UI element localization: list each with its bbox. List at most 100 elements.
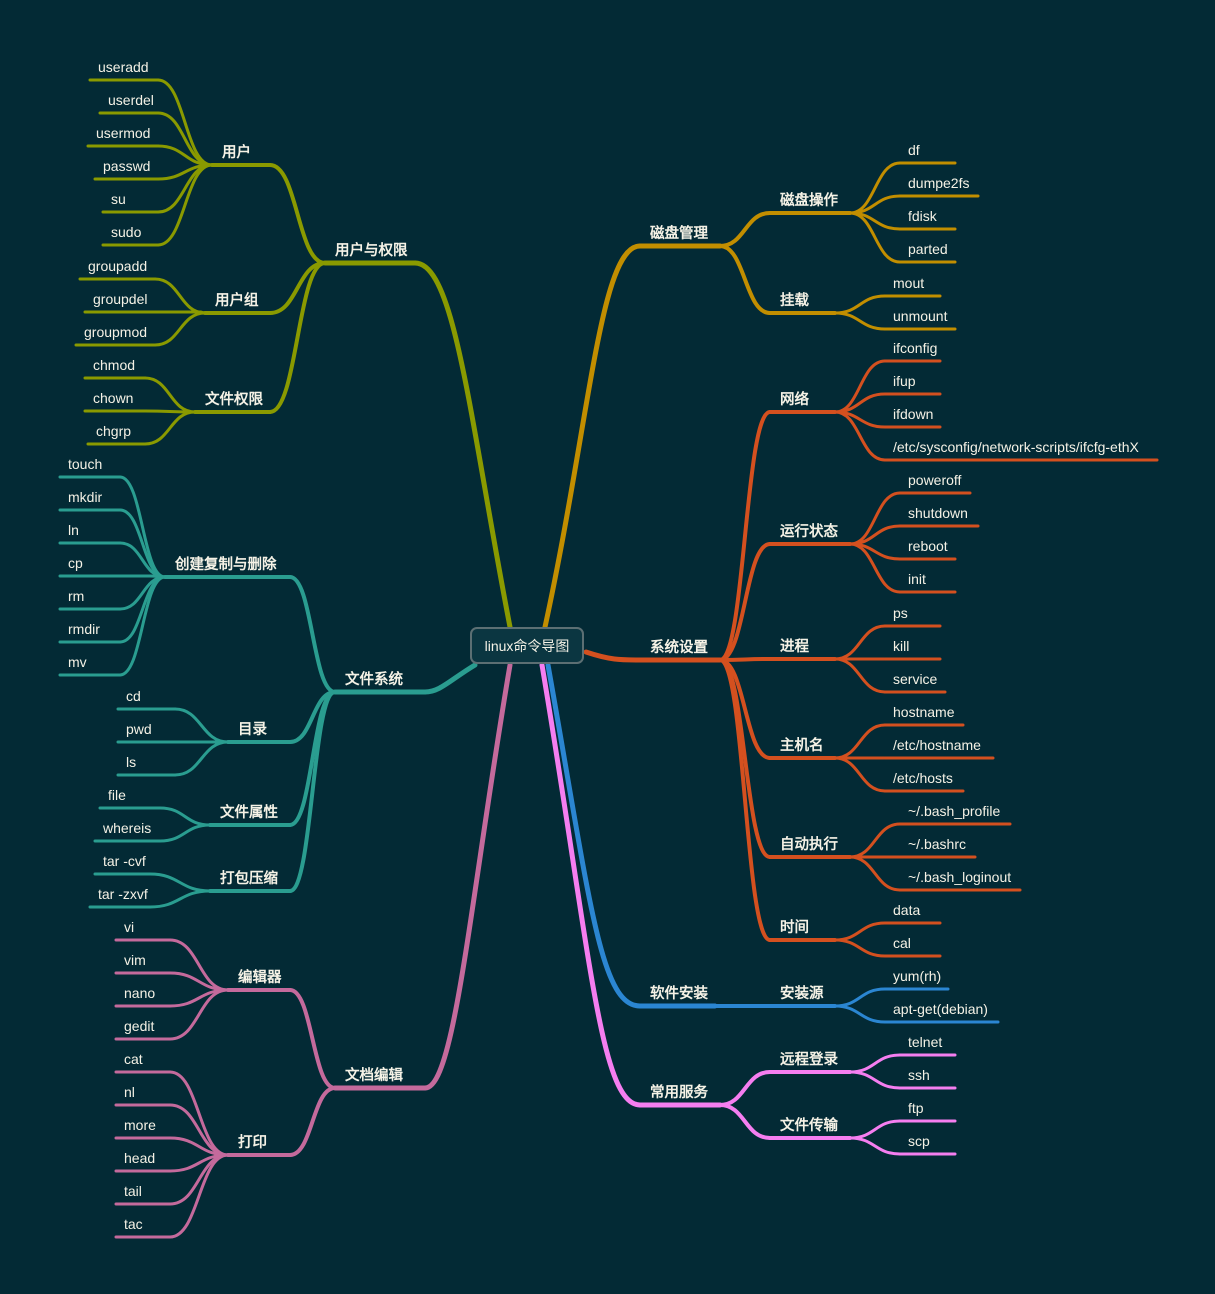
leaf-node[interactable]: userdel	[98, 92, 160, 115]
leaf-node[interactable]: tail	[114, 1183, 172, 1206]
leaf-node[interactable]: rmdir	[58, 621, 122, 644]
leaf-node[interactable]: rm	[58, 588, 122, 611]
leaf-node[interactable]: chown	[83, 390, 147, 413]
leaf-node[interactable]: parted	[898, 241, 957, 264]
leaf-node[interactable]: tar -cvf	[93, 853, 152, 876]
leaf-node[interactable]: nl	[114, 1084, 172, 1107]
branch-node[interactable]: 磁盘管理	[637, 224, 723, 249]
leaf-node[interactable]: /etc/sysconfig/network-scripts/ifcfg-eth…	[883, 439, 1159, 462]
topic-node[interactable]: 主机名	[768, 736, 837, 760]
leaf-node[interactable]: cd	[116, 688, 177, 711]
topic-node[interactable]: 进程	[768, 638, 837, 661]
leaf-node[interactable]: groupadd	[78, 258, 157, 281]
leaf-node[interactable]: cp	[58, 555, 152, 578]
topic-node[interactable]: 磁盘操作	[768, 191, 852, 215]
topic-node[interactable]: 打包压缩	[208, 869, 292, 893]
branch-node[interactable]: 用户与权限	[322, 241, 418, 266]
leaf-node[interactable]: tac	[114, 1216, 172, 1239]
topic-node[interactable]: 目录	[226, 721, 292, 744]
leaf-node[interactable]: pwd	[116, 721, 217, 744]
leaf-node[interactable]: su	[101, 191, 160, 214]
topic-node[interactable]: 网络	[768, 390, 837, 414]
leaf-node[interactable]: groupmod	[74, 324, 157, 347]
leaf-node[interactable]: useradd	[88, 59, 160, 82]
leaf-node[interactable]: touch	[58, 456, 122, 479]
leaf-node[interactable]: vim	[114, 952, 172, 975]
leaf-node[interactable]: passwd	[93, 158, 160, 181]
leaf-node[interactable]: file	[98, 787, 162, 810]
leaf-node[interactable]: hostname	[883, 704, 965, 727]
leaf-node[interactable]: /etc/hostname	[883, 737, 995, 760]
leaf-node[interactable]: ifup	[883, 373, 942, 396]
leaf-node[interactable]: ifdown	[883, 406, 942, 429]
topic-node[interactable]: 用户	[210, 143, 272, 167]
branch-node[interactable]: 常用服务	[637, 1083, 723, 1108]
leaf-node[interactable]: ln	[58, 522, 122, 545]
leaf-node[interactable]: usermod	[86, 125, 160, 148]
topic-node[interactable]: 用户组	[203, 291, 272, 315]
branch-node[interactable]: 系统设置	[637, 638, 723, 663]
leaf-node[interactable]: reboot	[898, 538, 957, 561]
leaf-node[interactable]: kill	[883, 638, 942, 661]
leaf-node[interactable]: chmod	[83, 357, 147, 380]
leaf-node[interactable]: cat	[114, 1051, 172, 1074]
leaf-node[interactable]: groupdel	[83, 291, 202, 314]
topic-node[interactable]: 运行状态	[768, 522, 852, 546]
topic-node[interactable]: 编辑器	[226, 968, 292, 992]
leaf-node[interactable]: ls	[116, 754, 177, 777]
node-label: 文件系统	[345, 670, 403, 688]
leaf-node[interactable]: df	[898, 142, 957, 165]
leaf-node[interactable]: ftp	[898, 1100, 957, 1123]
leaf-node[interactable]: scp	[898, 1133, 957, 1156]
leaf-node[interactable]: vi	[114, 919, 172, 942]
branch-node[interactable]: 软件安装	[637, 984, 718, 1009]
leaf-node[interactable]: gedit	[114, 1018, 172, 1041]
branch-node[interactable]: 文件系统	[332, 670, 428, 695]
leaf-node[interactable]: ifconfig	[883, 340, 942, 363]
leaf-node[interactable]: more	[114, 1117, 172, 1140]
topic-node[interactable]: 文件属性	[208, 803, 292, 827]
topic-node[interactable]: 挂载	[768, 291, 837, 315]
leaf-node[interactable]: ~/.bashrc	[898, 836, 977, 859]
leaf-node[interactable]: nano	[114, 985, 172, 1008]
leaf-node[interactable]: dumpe2fs	[898, 175, 980, 198]
topic-node[interactable]: 创建复制与删除	[163, 555, 292, 579]
leaf-node[interactable]: fdisk	[898, 208, 957, 231]
leaf-node[interactable]: tar -zxvf	[88, 886, 152, 909]
leaf-node[interactable]: mv	[58, 654, 122, 677]
root-node[interactable]: linux命令导图	[470, 627, 584, 664]
leaf-node[interactable]: mout	[883, 275, 942, 298]
topic-node[interactable]: 安装源	[713, 984, 837, 1008]
leaf-node[interactable]: yum(rh)	[883, 968, 950, 991]
leaf-node[interactable]: telnet	[898, 1034, 957, 1057]
leaf-node[interactable]: shutdown	[898, 505, 980, 528]
leaf-node[interactable]: unmount	[883, 308, 957, 331]
topic-node[interactable]: 自动执行	[768, 835, 852, 859]
leaf-node[interactable]: ps	[883, 605, 942, 628]
leaf-node[interactable]: service	[883, 671, 947, 694]
leaf-node[interactable]: sudo	[101, 224, 160, 247]
leaf-node[interactable]: cal	[883, 935, 942, 958]
leaf-node[interactable]: mkdir	[58, 489, 122, 512]
node-label: service	[893, 671, 938, 687]
leaf-node[interactable]: apt-get(debian)	[883, 1001, 1000, 1024]
leaf-node[interactable]: ~/.bash_loginout	[898, 869, 1022, 892]
node-label: rmdir	[68, 621, 100, 637]
leaf-node[interactable]: poweroff	[898, 472, 972, 495]
leaf-node[interactable]: init	[898, 571, 957, 594]
node-label: df	[908, 142, 920, 158]
branch-node[interactable]: 文档编辑	[332, 1066, 428, 1091]
leaf-node[interactable]: /etc/hosts	[883, 770, 965, 793]
leaf-node[interactable]: ssh	[898, 1067, 957, 1090]
leaf-node[interactable]: chgrp	[86, 423, 147, 446]
leaf-node[interactable]: ~/.bash_profile	[898, 803, 1012, 826]
connector-line	[158, 806, 212, 827]
topic-node[interactable]: 打印	[226, 1133, 292, 1157]
topic-node[interactable]: 文件权限	[193, 390, 272, 414]
topic-node[interactable]: 文件传输	[768, 1116, 852, 1140]
leaf-node[interactable]: head	[114, 1150, 172, 1173]
topic-node[interactable]: 时间	[768, 918, 837, 942]
topic-node[interactable]: 远程登录	[768, 1050, 852, 1074]
leaf-node[interactable]: data	[883, 902, 942, 925]
leaf-node[interactable]: whereis	[93, 820, 162, 843]
